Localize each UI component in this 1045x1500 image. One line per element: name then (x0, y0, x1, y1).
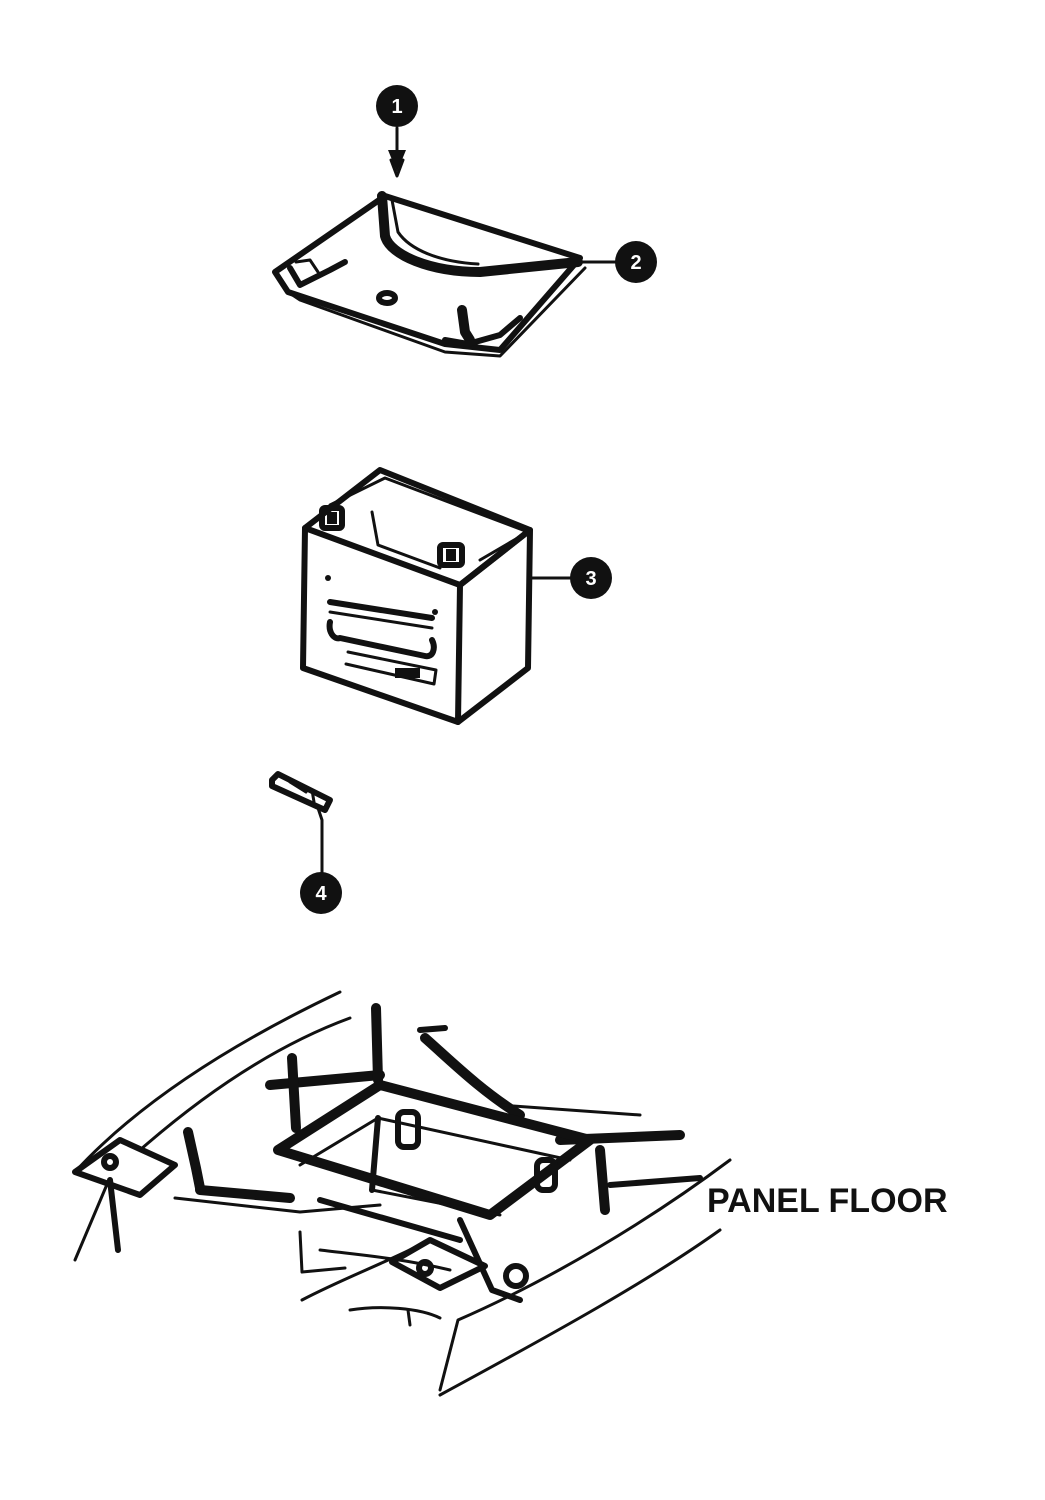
panel-floor-label: PANEL FLOOR (707, 1182, 948, 1220)
battery-cover (272, 191, 627, 358)
callout-2: 2 (615, 241, 657, 283)
battery (300, 467, 572, 725)
panel-floor (72, 990, 732, 1397)
callout-1-label: 1 (391, 96, 402, 118)
callout-1: 1 (376, 85, 418, 127)
callout-3-label: 3 (585, 568, 596, 590)
clip-rivet (388, 126, 406, 178)
callout-2-label: 2 (630, 252, 641, 274)
callout-4: 4 (300, 872, 342, 914)
fuse (269, 771, 333, 880)
callout-4-label: 4 (315, 883, 327, 905)
callout-3: 3 (570, 557, 612, 599)
